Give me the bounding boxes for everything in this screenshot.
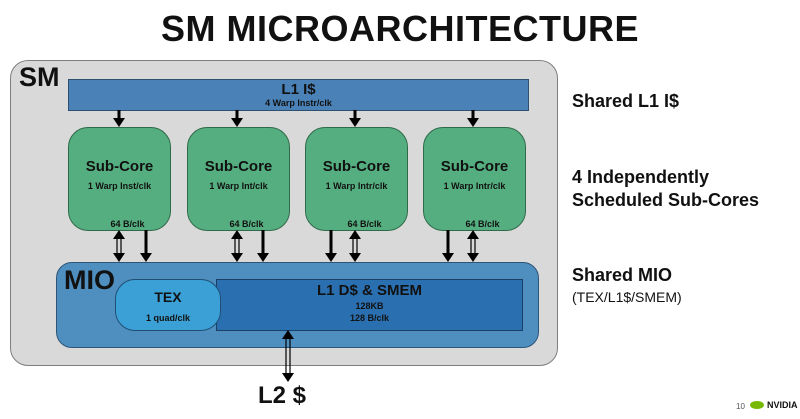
bidirectional-arrow [467, 230, 479, 262]
arrow-head [325, 253, 337, 262]
bidirectional-arrow [113, 230, 125, 262]
l1-icache-block: L1 I$ 4 Warp Instr/clk [68, 79, 529, 111]
arrow-head [349, 118, 361, 127]
page-title: SM MICROARCHITECTURE [161, 8, 639, 49]
sub-core-rate: 1 Warp Int/clk [209, 181, 268, 191]
nvidia-logo-text: NVIDIA [767, 400, 798, 410]
l1-dcache-smem-block: L1 D$ & SMEM 128KB 128 B/clk [216, 279, 523, 331]
sub-core-title: Sub-Core [85, 158, 154, 175]
arrow-head [140, 253, 152, 262]
sub-core-rate: 1 Warp Inst/clk [87, 181, 152, 191]
tex-block: TEX 1 quad/clk [115, 279, 221, 331]
annotation-mio-sub: (TEX/L1$/SMEM) [572, 289, 682, 305]
sm-label: SM [19, 62, 60, 92]
bidirectional-arrow [282, 330, 294, 382]
l1d-size: 128KB [355, 301, 384, 311]
sub-core-block: Sub-Core 1 Warp Inst/clk 64 B/clk [68, 127, 171, 231]
sub-core-bandwidth: 64 B/clk [229, 219, 264, 229]
sub-core-title: Sub-Core [440, 158, 509, 175]
arrow-head [442, 253, 454, 262]
sub-core-bandwidth: 64 B/clk [110, 219, 145, 229]
sub-core-bandwidth: 64 B/clk [465, 219, 500, 229]
l1-icache-rate: 4 Warp Instr/clk [265, 98, 332, 108]
annotation-cores-line1: 4 Independently [572, 167, 710, 187]
tex-rate: 1 quad/clk [145, 313, 190, 323]
sub-core-block: Sub-Core 1 Warp Intr/clk 64 B/clk [305, 127, 408, 231]
nvidia-eye-icon [750, 401, 764, 409]
annotation-mio: Shared MIO [572, 265, 673, 285]
sub-core-block: Sub-Core 1 Warp Intr/clk 64 B/clk [423, 127, 526, 231]
nvidia-logo: NVIDIA [750, 400, 798, 410]
l1-icache-title: L1 I$ [281, 81, 316, 98]
l1d-title: L1 D$ & SMEM [316, 282, 422, 299]
arrow-head [231, 118, 243, 127]
arrow-head [257, 253, 269, 262]
mio-label: MIO [64, 265, 115, 295]
sub-core-block: Sub-Core 1 Warp Int/clk 64 B/clk [187, 127, 290, 231]
sub-core-rate: 1 Warp Intr/clk [325, 181, 388, 191]
l1d-bandwidth: 128 B/clk [349, 313, 390, 323]
sub-core-bandwidth: 64 B/clk [347, 219, 382, 229]
l2-cache-label: L2 $ [258, 382, 307, 409]
page-number: 10 [736, 402, 745, 411]
bidirectional-arrow [349, 230, 361, 262]
annotation-l1i: Shared L1 I$ [572, 91, 680, 111]
arrow-head [113, 118, 125, 127]
tex-title: TEX [154, 289, 182, 305]
arrow-head [467, 118, 479, 127]
annotation-cores-line2: Scheduled Sub-Cores [572, 190, 760, 210]
sub-core-title: Sub-Core [204, 158, 273, 175]
bidirectional-arrow [231, 230, 243, 262]
sub-core-title: Sub-Core [322, 158, 391, 175]
sub-core-rate: 1 Warp Intr/clk [443, 181, 506, 191]
